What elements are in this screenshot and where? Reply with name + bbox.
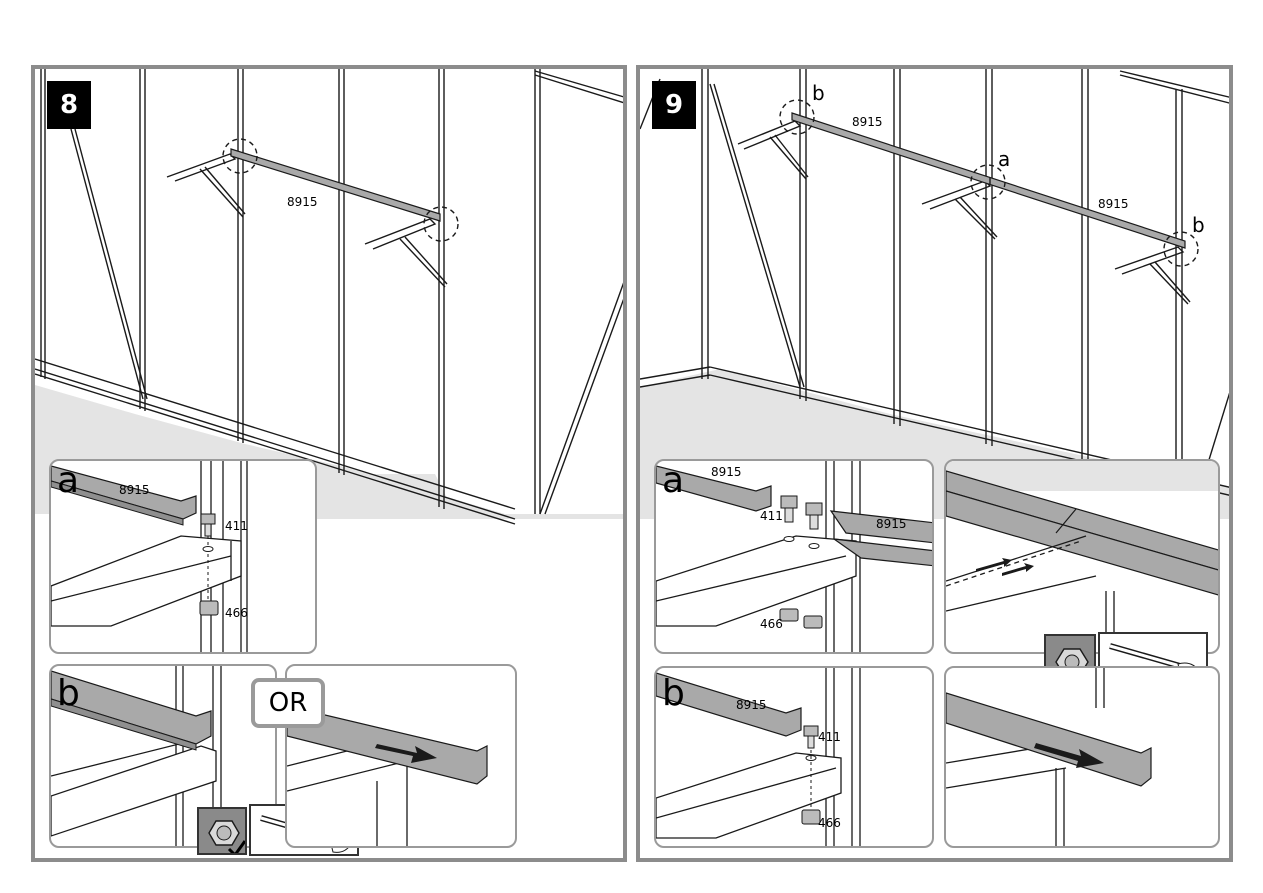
bolt-icon [803, 725, 819, 737]
step-8-panel: 8 8915 a [31, 65, 627, 862]
detail-b-drawing [656, 668, 861, 846]
detail-slide-drawing [946, 668, 1152, 846]
detail-or-drawing [287, 705, 488, 846]
inset-letter: b [662, 673, 685, 714]
nut-label: 466 [225, 606, 248, 620]
step-9-panel: 9 b 8915 a 8915 b a 8915 8915 [636, 65, 1233, 862]
detail-inset-a: a 8915 411 466 [49, 459, 317, 654]
detail-a-drawing [51, 461, 248, 652]
callout-letter: b [1192, 213, 1205, 237]
detail-inset-b: b [49, 664, 277, 848]
nut-icon [779, 608, 799, 622]
part-label: 8915 [876, 517, 907, 531]
nut-icon [199, 600, 219, 616]
nut-icon [801, 809, 821, 825]
callout-letter: b [812, 81, 825, 105]
or-badge: OR [251, 678, 325, 728]
inset-letter: b [57, 673, 80, 714]
bolt-icon [200, 513, 216, 537]
arrow-icon [1002, 563, 1034, 576]
detail-inset-b: b 8915 411 466 [654, 666, 934, 848]
detail-inset-slide [944, 666, 1220, 848]
part-label: 8915 [852, 115, 883, 129]
detail-inset-alignment [944, 459, 1220, 654]
detail-alignment-drawing [946, 461, 1218, 652]
checkmark-icon [227, 840, 245, 853]
step-number-badge: 8 [47, 81, 91, 129]
bolt-icon [780, 495, 798, 509]
part-label: 8915 [711, 465, 742, 479]
part-label: 8915 [1098, 197, 1129, 211]
bolt-icon [805, 502, 823, 516]
inset-letter: a [57, 460, 80, 501]
part-label: 8915 [119, 483, 150, 497]
callout-letter: a [998, 147, 1011, 171]
arrow-icon [1034, 743, 1104, 768]
detail-a-drawing [656, 461, 932, 652]
detail-inset-a: a 8915 8915 411 466 [654, 459, 934, 654]
inset-letter: a [662, 460, 685, 501]
bolt-label: 411 [225, 519, 248, 533]
nut-label: 466 [760, 617, 783, 631]
part-label: 8915 [287, 195, 318, 209]
arrow-icon [976, 558, 1012, 572]
bolt-label: 411 [760, 509, 783, 523]
step-number-badge: 9 [652, 81, 696, 129]
bolt-label: 411 [818, 730, 841, 744]
nut-label: 466 [818, 816, 841, 830]
part-label: 8915 [736, 698, 767, 712]
nut-icon [197, 807, 247, 855]
arrow-icon [375, 744, 437, 763]
nut-icon [803, 615, 823, 629]
